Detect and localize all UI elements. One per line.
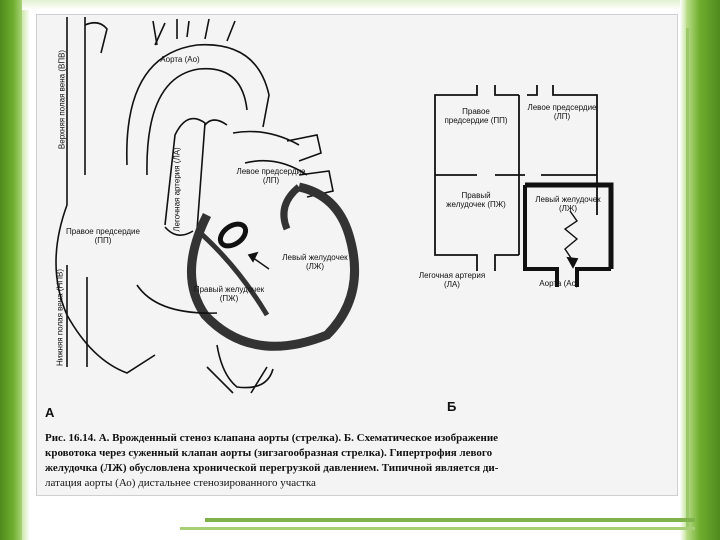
frame-right-bar	[686, 0, 720, 540]
figure-image: Аорта (Ао) Верхняя полая вена (ВПВ) Лего…	[36, 14, 678, 496]
schematic-label-right-ventricle: Правый желудочек (ПЖ)	[446, 191, 506, 209]
frame-top-gradient	[22, 0, 680, 10]
frame-right-gradient	[680, 0, 686, 540]
frame-left-gradient	[22, 0, 30, 540]
schematic-label-right-atrium: Правое предсердие (ПП)	[444, 107, 508, 125]
panel-b-letter: Б	[447, 399, 457, 414]
label-ivc: Нижняя полая вена (НПВ)	[55, 268, 65, 367]
heart-drawing	[55, 17, 360, 394]
caption-line-2: кровотока через суженный клапан аорты (з…	[45, 447, 493, 459]
caption-line-1: Рис. 16.14. А. Врожденный стеноз клапана…	[45, 432, 499, 444]
schematic-label-pulmonary-artery: Легочная артерия (ЛА)	[418, 271, 486, 289]
panel-a-letter: А	[45, 405, 55, 420]
label-right-ventricle: Правый желудочек (ПЖ)	[193, 285, 265, 303]
caption-line-3: желудочка (ЛЖ) обусловлена хронической п…	[45, 462, 499, 474]
decorative-bottom-line-2	[180, 527, 695, 530]
label-pulmonary-artery: Легочная артерия (ЛА)	[172, 147, 182, 232]
heart-diagrams	[55, 17, 614, 394]
decorative-bottom-line	[205, 518, 695, 522]
label-svc: Верхняя полая вена (ВПВ)	[57, 49, 67, 150]
schematic-label-left-ventricle: Левый желудочек (ЛЖ)	[535, 195, 601, 213]
frame-left-bar	[0, 0, 22, 540]
schematic-label-aorta: Аорта (Ао)	[539, 279, 579, 288]
schematic-drawing	[434, 85, 614, 287]
decorative-vertical-line	[686, 28, 689, 528]
label-right-atrium: Правое предсердие (ПП)	[66, 227, 140, 245]
label-left-ventricle: Левый желудочек (ЛЖ)	[282, 253, 348, 271]
label-left-atrium: Левое предсердие (ЛП)	[236, 167, 306, 185]
figure-caption: Рис. 16.14. А. Врожденный стеноз клапана…	[45, 431, 645, 491]
label-aorta: Аорта (Ао)	[160, 55, 200, 64]
caption-line-4: латация аорты (Ао) дистальнее стенозиров…	[45, 477, 316, 489]
schematic-label-left-atrium: Левое предсердие (ЛП)	[527, 103, 597, 121]
